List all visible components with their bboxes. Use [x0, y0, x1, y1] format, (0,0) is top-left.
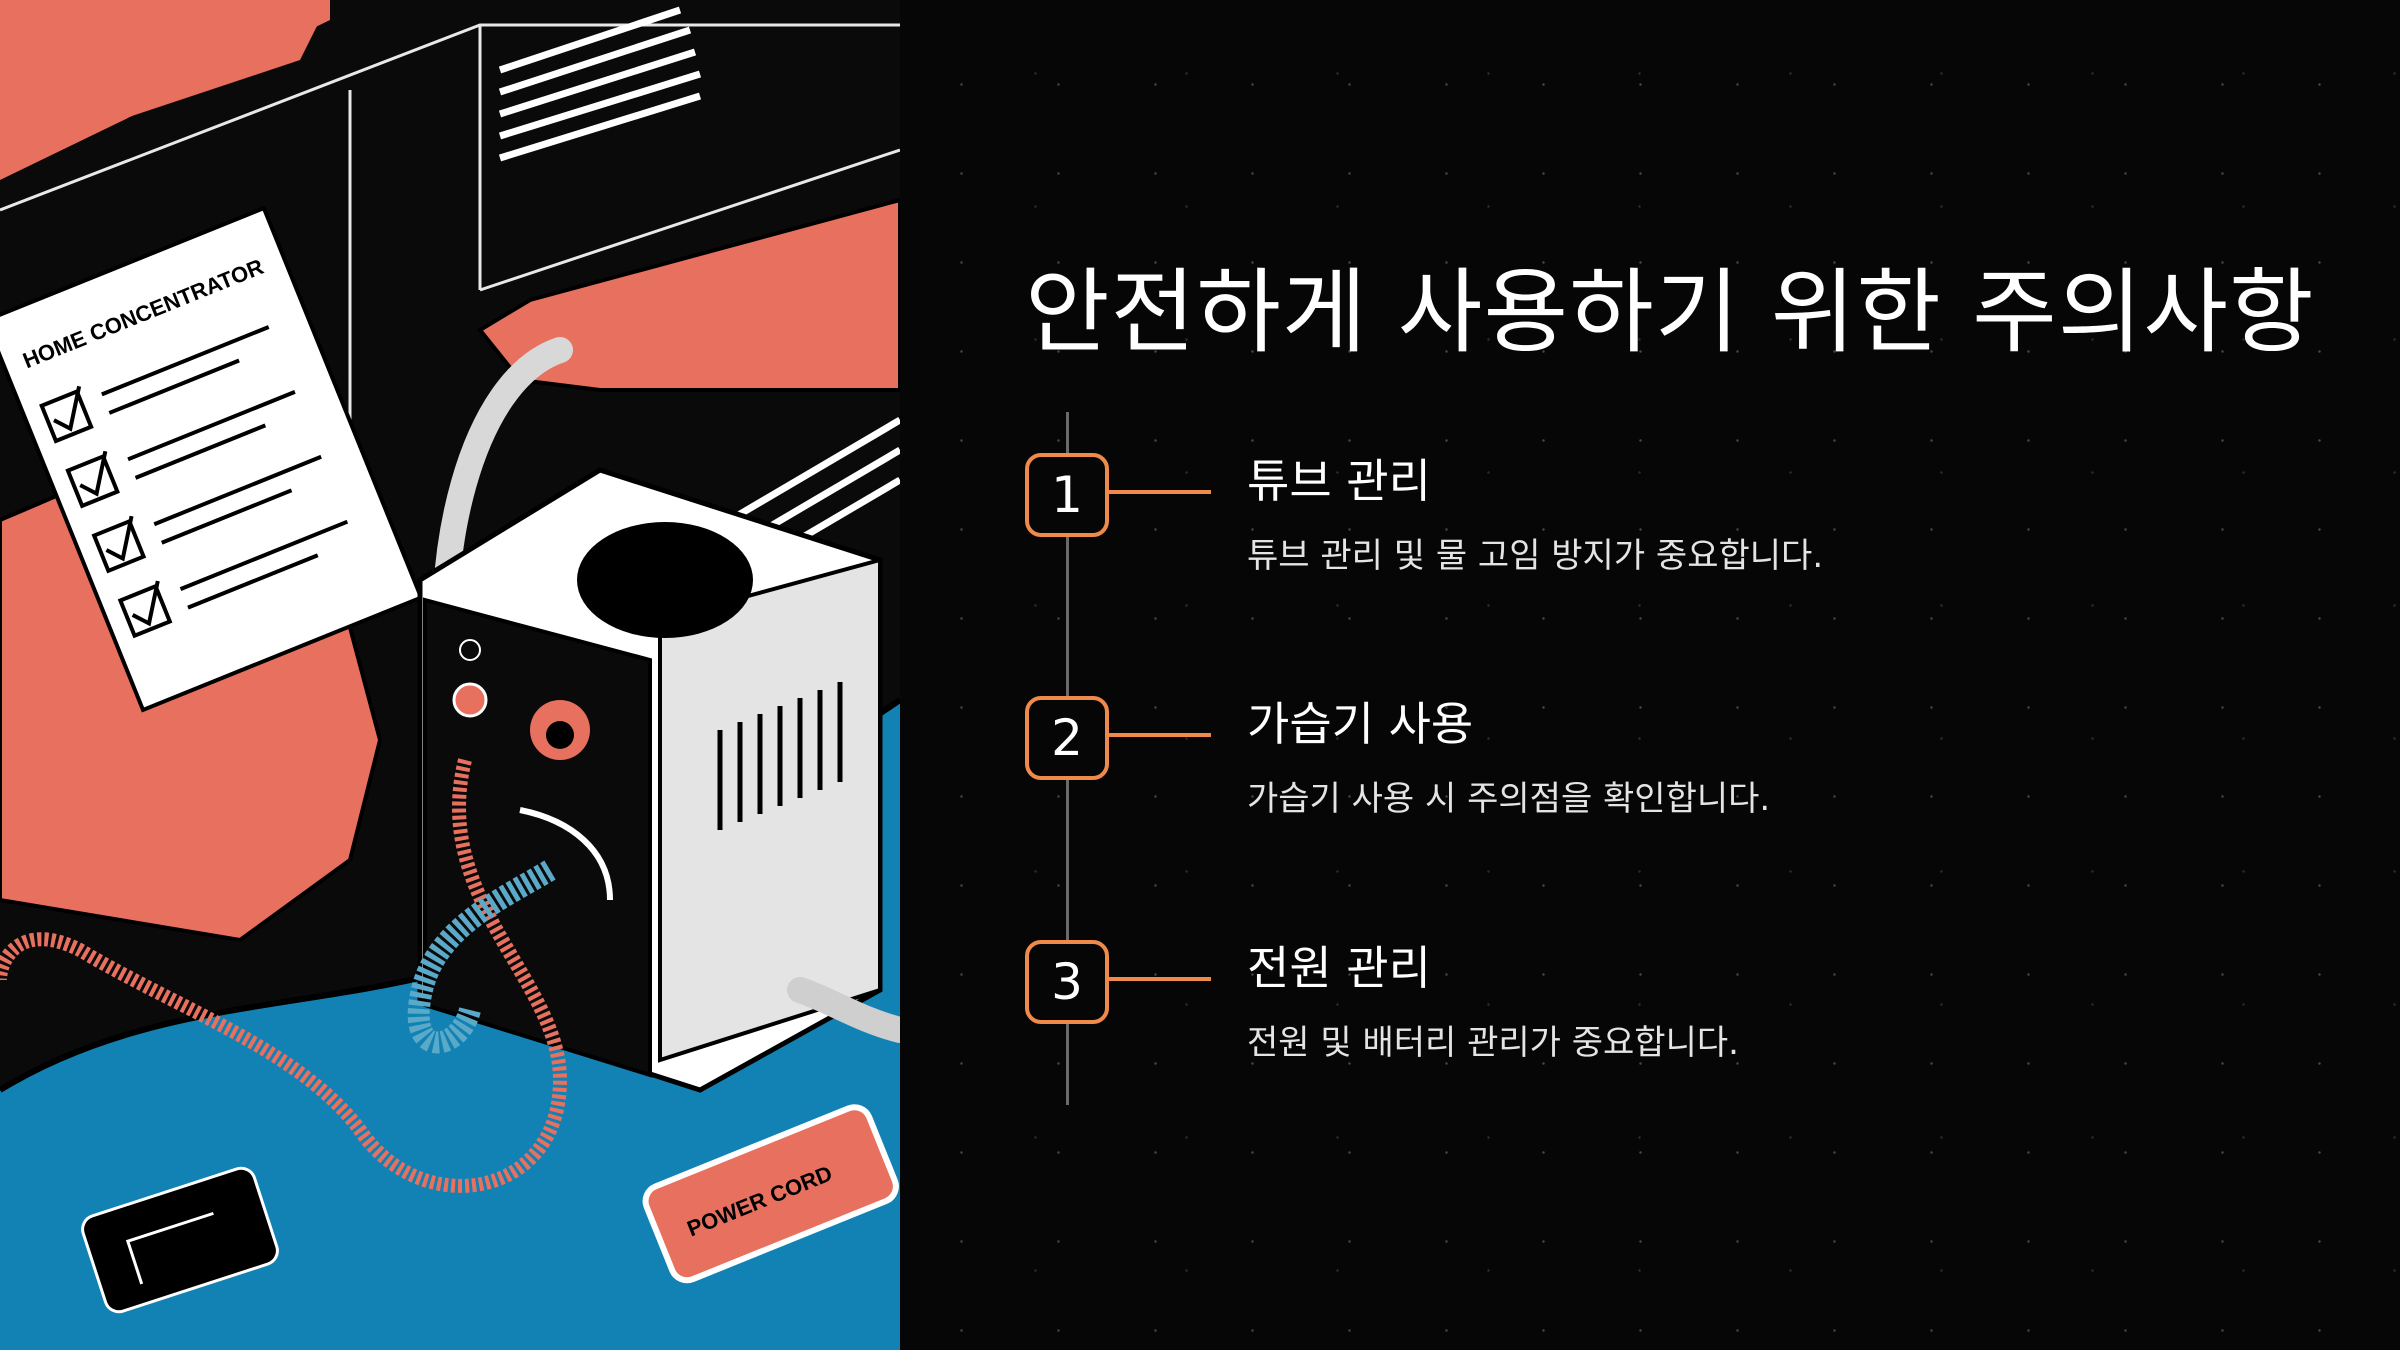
step-title: 튜브 관리	[1247, 454, 1431, 508]
page-title: 안전하게 사용하기 위한 주의사항	[1025, 259, 2315, 366]
step-connector	[1105, 733, 1211, 737]
step-number-badge: 1	[1025, 453, 1109, 537]
step-description: 가습기 사용 시 주의점을 확인합니다.	[1247, 779, 1771, 819]
step-title: 가습기 사용	[1247, 697, 1474, 751]
starry-background	[900, 0, 2400, 1350]
step-connector	[1105, 977, 1211, 981]
step-number-badge: 2	[1025, 696, 1109, 780]
step-description: 튜브 관리 및 물 고임 방지가 중요합니다.	[1247, 536, 1824, 576]
step-description: 전원 및 배터리 관리가 중요합니다.	[1247, 1023, 1739, 1063]
step-title: 전원 관리	[1247, 941, 1431, 995]
step-number-badge: 3	[1025, 940, 1109, 1024]
step-connector	[1105, 490, 1211, 494]
oxygen-concentrator-illustration: HOME CONCENTRATOR POWER	[0, 0, 900, 1350]
